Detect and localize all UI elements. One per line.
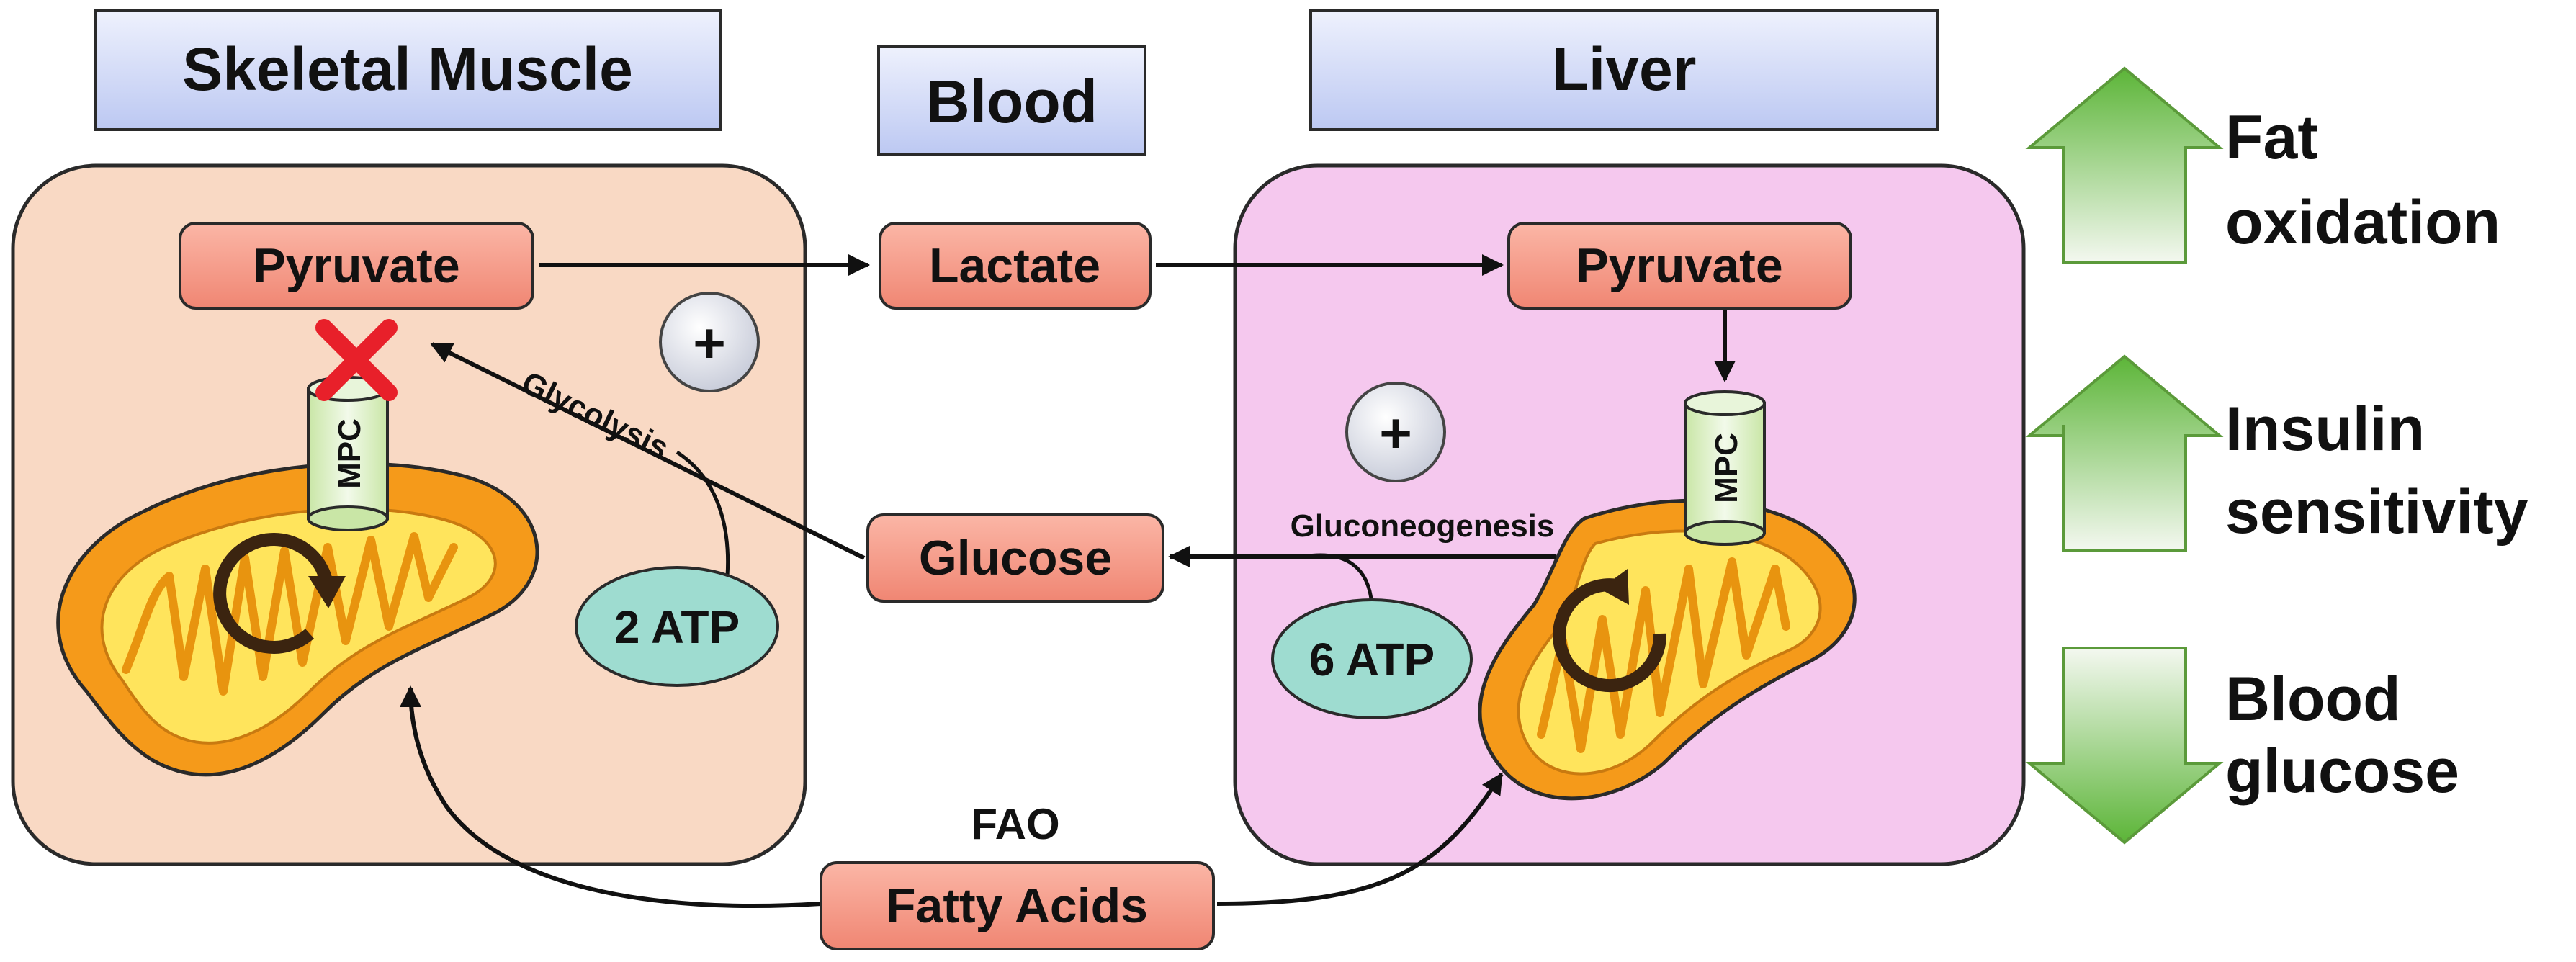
insulin-sensitivity-effect: Insulin sensitivity <box>2025 354 2528 552</box>
muscle-pyruvate-box: Pyruvate <box>179 222 534 310</box>
blood-title: Blood <box>926 68 1098 135</box>
fat-oxidation-up-arrow-icon <box>2025 66 2224 264</box>
fatty-acids-to-liver-arrow <box>1216 772 1504 906</box>
lactate-box: Lactate <box>879 222 1152 310</box>
muscle-mitochondrion <box>56 462 539 777</box>
svg-text:+: + <box>693 311 726 374</box>
liver-plus-icon: + <box>1345 382 1446 482</box>
liver-cycle-icon <box>1553 578 1667 693</box>
blood-glucose-line2: glucose <box>2225 737 2459 806</box>
six-atp-label: 6 ATP <box>1309 634 1435 685</box>
muscle-mpc-label: MPC <box>332 418 367 489</box>
liver-pyruvate-label: Pyruvate <box>1576 238 1782 293</box>
fat-oxidation-line1: Fat <box>2225 103 2318 172</box>
six-atp-badge: 6 ATP <box>1271 598 1473 719</box>
two-atp-connector <box>676 450 730 577</box>
liver-pyruvate-box: Pyruvate <box>1507 222 1852 310</box>
liver-title: Liver <box>1552 35 1697 103</box>
skeletal-muscle-title: Skeletal Muscle <box>182 35 633 103</box>
fao-label: FAO <box>971 800 1059 848</box>
blood-glucose-down-arrow-icon <box>2025 647 2224 845</box>
liver-header: Liver <box>1309 9 1939 131</box>
fatty-acids-to-muscle-arrow <box>400 685 822 908</box>
fat-oxidation-effect: Fat oxidation <box>2025 66 2500 264</box>
glycolysis-arrow <box>430 342 866 560</box>
two-atp-label: 2 ATP <box>614 601 740 653</box>
fat-oxidation-line2: oxidation <box>2225 188 2500 257</box>
fatty-acids-label: Fatty Acids <box>886 878 1148 933</box>
svg-text:+: + <box>1379 401 1412 464</box>
skeletal-muscle-header: Skeletal Muscle <box>94 9 722 131</box>
liver-mpc-label: MPC <box>1709 433 1744 503</box>
six-atp-connector <box>1303 553 1374 606</box>
lactate-label: Lactate <box>929 238 1100 293</box>
blood-glucose-effect: Blood glucose <box>2025 647 2459 845</box>
gluconeogenesis-label: Gluconeogenesis <box>1291 508 1555 544</box>
fatty-acids-box: Fatty Acids <box>820 861 1215 950</box>
glucose-box: Glucose <box>866 513 1164 603</box>
insulin-sensitivity-line1: Insulin <box>2225 395 2425 464</box>
muscle-plus-icon: + <box>659 292 760 392</box>
liver-mpc-transporter: MPC <box>1684 390 1766 546</box>
muscle-mpc-transporter: MPC <box>307 376 389 531</box>
muscle-cycle-icon <box>213 533 334 654</box>
insulin-sensitivity-line2: sensitivity <box>2225 477 2528 547</box>
blood-glucose-line1: Blood <box>2225 665 2401 734</box>
insulin-sensitivity-up-arrow-icon <box>2025 354 2224 552</box>
glucose-label: Glucose <box>919 531 1112 585</box>
liver-mitochondrion <box>1478 498 1857 801</box>
muscle-mpc-block-icon <box>315 319 398 401</box>
two-atp-badge: 2 ATP <box>575 566 779 687</box>
muscle-pyruvate-label: Pyruvate <box>253 238 459 293</box>
blood-header: Blood <box>877 45 1146 156</box>
